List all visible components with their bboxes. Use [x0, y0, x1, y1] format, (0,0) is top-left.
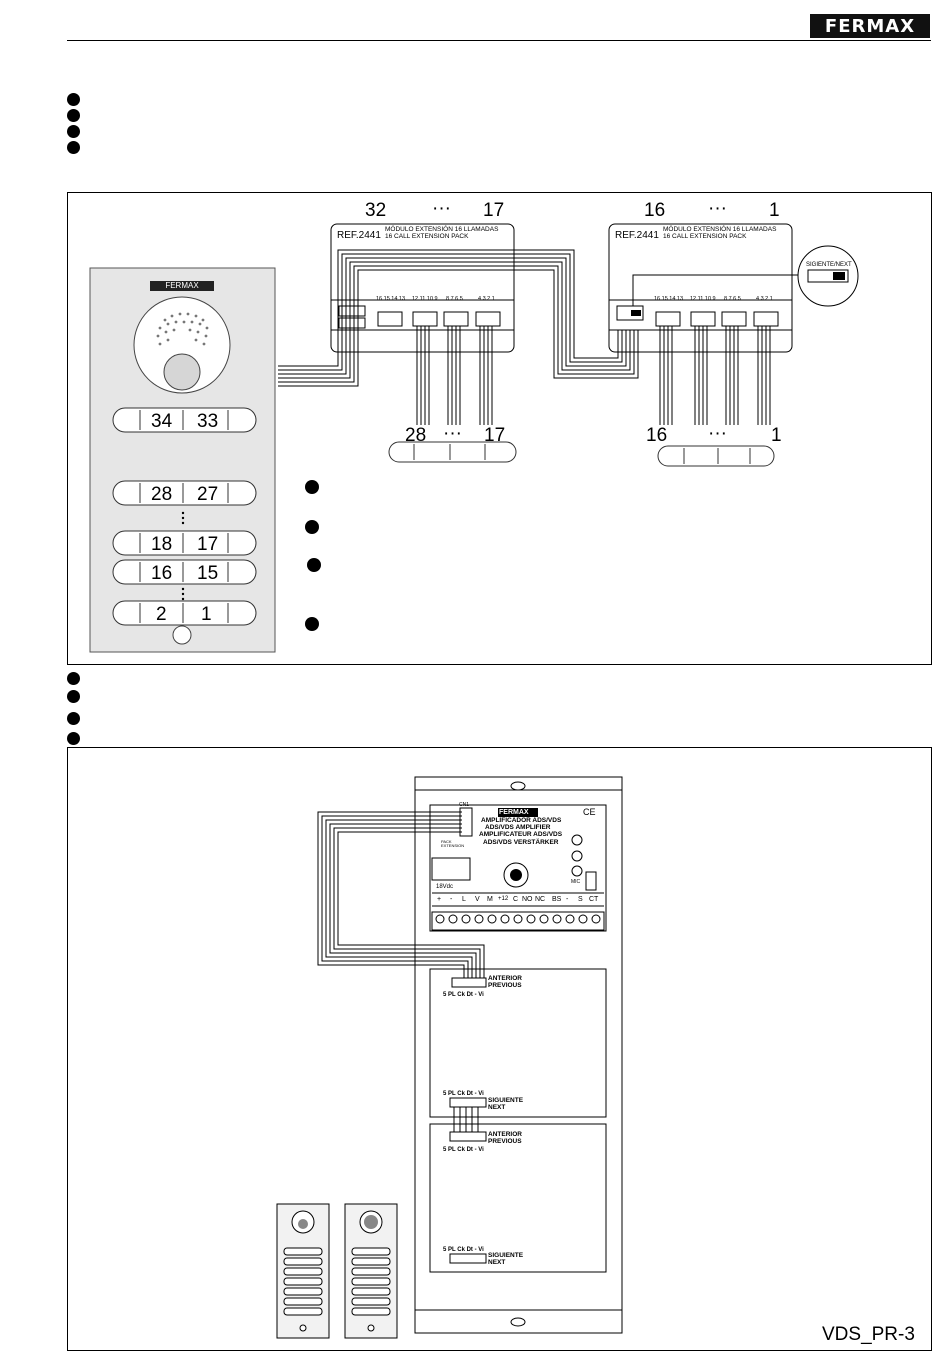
bullet-dot: [67, 732, 80, 745]
amplifier-title: AMPLIFICADOR ADS/VDS: [481, 817, 562, 824]
strip-label: 1: [771, 425, 782, 446]
slot-module: [429, 968, 607, 1118]
terminal-label: C: [513, 896, 519, 903]
terminal-label: NC: [535, 896, 546, 903]
panel-button-label: 1: [201, 604, 212, 625]
pin-sequence: 5 PL Ck Dt - Vi: [443, 1247, 484, 1253]
panel-button-label: 34: [151, 411, 173, 432]
amplifier-title: AMPLIFICATEUR ADS/VDS: [479, 831, 563, 838]
figure2-frame: [67, 747, 932, 1351]
bullet-dot: [67, 125, 80, 138]
module-title-es: MÓDULO EXTENSIÓN 16 LLAMADAS: [663, 226, 777, 233]
terminal-label: V: [475, 896, 480, 903]
module-range-start: 32: [365, 200, 387, 221]
bullet-dot: [67, 109, 80, 122]
terminal-label: +: [437, 896, 442, 903]
module-title-es: MÓDULO EXTENSIÓN 16 LLAMADAS: [385, 226, 499, 233]
panel-brand: FERMAX: [150, 281, 214, 291]
bullet-dot: [67, 93, 80, 106]
button-strip: [657, 445, 775, 467]
ce-mark: CE: [583, 807, 596, 817]
terminal-label: L: [462, 896, 466, 903]
panel-button-label: 2: [156, 604, 167, 625]
mic-label: MIC: [571, 879, 581, 885]
amplifier-title: ADS/VDS VERSTÄRKER: [483, 839, 559, 846]
pin-label: 8 7 6 5: [724, 296, 741, 302]
strip-label: 28: [405, 425, 427, 446]
next-label: NEXT: [488, 1259, 506, 1266]
terminal-label: CT: [589, 896, 599, 903]
module-range-end: 17: [483, 200, 505, 221]
siguiente-label: SIGUIENTE: [488, 1097, 524, 1104]
strip-dots: ···: [443, 423, 462, 444]
figure-code: VDS_PR-3: [822, 1324, 915, 1345]
strip-dots: ···: [708, 423, 727, 444]
panel-button-label: 18: [151, 534, 173, 555]
terminal-label: -: [566, 896, 569, 903]
panel-button-label: 27: [197, 484, 219, 505]
module-range-dots: ···: [432, 198, 451, 219]
terminal-label: M: [487, 896, 493, 903]
pin-sequence: 5 PL Ck Dt - Vi: [443, 992, 484, 998]
power-label: 18Vdc: [436, 884, 454, 890]
pin-label: 4 3 2 1: [478, 296, 495, 302]
extension-module: [608, 223, 793, 353]
anterior-label: ANTERIOR: [488, 1131, 522, 1138]
header-rule: [67, 40, 931, 41]
strip-label: 16: [646, 425, 668, 446]
pin-label: 12 11 10 9: [690, 296, 716, 302]
panel-button-label: 15: [197, 563, 219, 584]
next-label: NEXT: [488, 1104, 506, 1111]
button-strip: [388, 441, 517, 463]
module-range-start: 16: [644, 200, 666, 221]
terminal-label: +12: [498, 896, 509, 902]
anterior-label: ANTERIOR: [488, 975, 522, 982]
strip-label: 17: [484, 425, 506, 446]
panel-button-label: 17: [197, 534, 219, 555]
module-title-en: 16 CALL EXTENSION PACK: [663, 233, 747, 240]
bullet-dot: [67, 712, 80, 725]
pin-label: 12 11 10 9: [412, 296, 438, 302]
pin-sequence: 5 PL Ck Dt - Vi: [443, 1147, 484, 1153]
connector-label: CN1: [459, 802, 470, 808]
module-range-end: 1: [769, 200, 780, 221]
module-range-dots: ···: [708, 198, 727, 219]
figure1-frame: [67, 192, 932, 665]
bullet-dot: [67, 141, 80, 154]
previous-label: PREVIOUS: [488, 1138, 522, 1145]
pin-label: 16 15 14 13: [654, 296, 684, 302]
amplifier-title: ADS/VDS AMPLIFIER: [485, 824, 551, 831]
panel-button-label: 33: [197, 411, 219, 432]
terminal-label: S: [578, 896, 583, 903]
pin-label: 4 3 2 1: [756, 296, 773, 302]
jumper-label: SIGIENTE/NEXT: [806, 262, 852, 268]
pack-label: PACK EXTENSION: [441, 839, 465, 849]
terminal-label: BS: [552, 896, 562, 903]
module-ref: REF.2441: [337, 230, 381, 241]
panel-button-label: 16: [151, 563, 173, 584]
pin-label: 16 15 14 13: [376, 296, 406, 302]
terminal-label: NO: [522, 896, 533, 903]
panel-button-label: 28: [151, 484, 173, 505]
amplifier-brand: FERMAX: [499, 809, 529, 816]
slot-module: [429, 1123, 607, 1273]
previous-label: PREVIOUS: [488, 982, 522, 989]
pin-sequence: 5 PL Ck Dt - Vi: [443, 1091, 484, 1097]
camera-lens: [163, 353, 201, 391]
module-ref: REF.2441: [615, 230, 659, 241]
speaker-grille: [133, 296, 231, 394]
pin-label: 8 7 6 5: [446, 296, 463, 302]
fermax-logo: FERMAX: [810, 14, 930, 38]
siguiente-label: SIGUIENTE: [488, 1252, 524, 1259]
bullet-dot: [67, 672, 80, 685]
terminal-label: -: [450, 896, 453, 903]
bullet-dot: [67, 690, 80, 703]
module-title-en: 16 CALL EXTENSION PACK: [385, 233, 469, 240]
